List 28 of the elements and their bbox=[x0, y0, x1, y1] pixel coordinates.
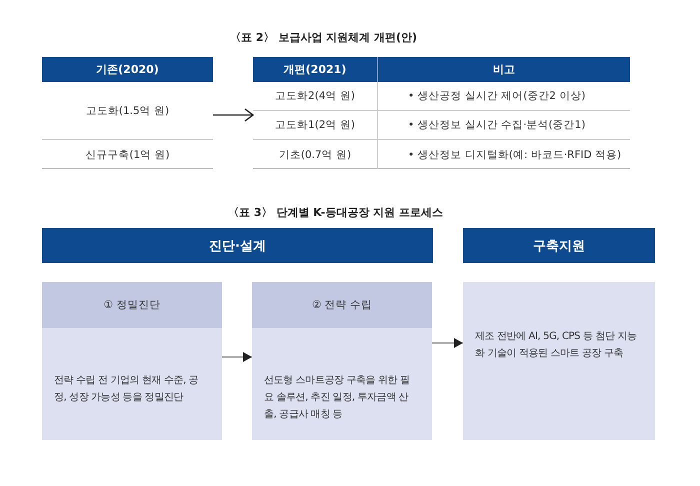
process-box bbox=[252, 282, 432, 440]
arrow bbox=[213, 108, 254, 122]
table-cell: 고도화(1.5억 원) bbox=[42, 82, 213, 140]
table bbox=[42, 57, 213, 169]
column-header: 기존(2020) bbox=[42, 57, 213, 82]
column-header: 비고 bbox=[378, 57, 630, 82]
stage-banner: 진단·설계 bbox=[42, 228, 433, 263]
column-header: 개편(2021) bbox=[253, 57, 378, 82]
table-cell: 기초(0.7억 원) bbox=[253, 140, 378, 169]
step-description: 선도형 스마트공장 구축을 위한 필요 솔루션, 추진 일정, 투자금액 산출, 공급사 매칭 등 bbox=[264, 374, 411, 422]
table-cell-text: 신규구축(1억 원) bbox=[84, 148, 171, 162]
table-cell: 고도화1(2억 원) bbox=[253, 111, 378, 140]
process-box bbox=[42, 282, 222, 440]
table-caption: 〈표 3〉 단계별 K-등대공장 지원 프로세스 bbox=[228, 205, 443, 220]
arrow bbox=[222, 352, 252, 362]
step-heading: ② 전략 수립 bbox=[252, 282, 432, 328]
process-box bbox=[463, 282, 655, 440]
stage-banner: 구축지원 bbox=[463, 228, 655, 263]
arrow bbox=[432, 338, 464, 348]
table-cell: • 생산공정 실시간 제어(중간2 이상) bbox=[378, 82, 630, 111]
table bbox=[253, 57, 630, 169]
table-cell: 고도화2(4억 원) bbox=[253, 82, 378, 111]
step-heading: ① 정밀진단 bbox=[42, 282, 222, 328]
table-cell: • 생산정보 실시간 수집·분석(중간1) bbox=[378, 111, 630, 140]
table-cell-text: • 생산정보 디지털화(예: 바코드·RFID 적용) bbox=[407, 148, 622, 162]
table-caption: 〈표 2〉 보급사업 지원체계 개편(안) bbox=[230, 30, 418, 45]
step-description: 전략 수립 전 기업의 현재 수준, 공정, 성장 가능성 등을 정밀진단 bbox=[54, 374, 200, 405]
step-description: 제조 전반에 AI, 5G, CPS 등 첨단 지능화 기술이 적용된 스마트 공장 구축 bbox=[475, 330, 637, 361]
